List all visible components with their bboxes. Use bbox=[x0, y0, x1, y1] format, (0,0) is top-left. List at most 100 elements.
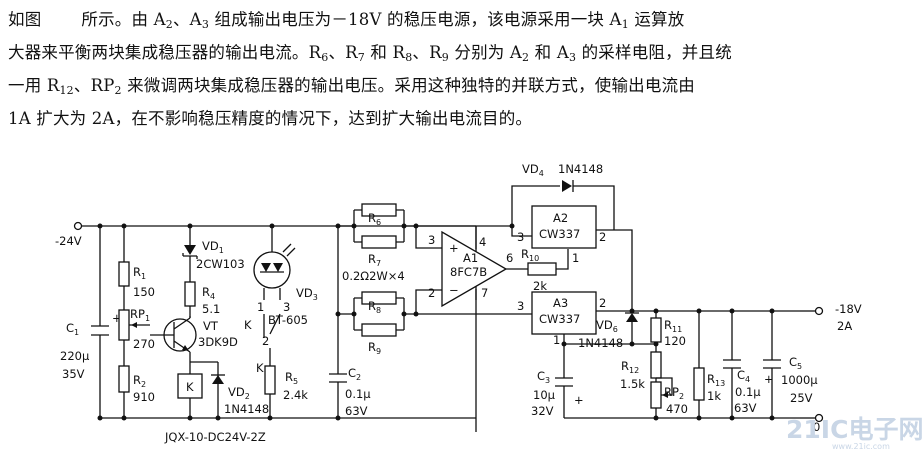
svg-text:VD6: VD6 bbox=[596, 318, 618, 334]
svg-text:2k: 2k bbox=[533, 279, 547, 293]
diode-vd2: VD2 1N4148 bbox=[211, 374, 269, 418]
svg-text:1: 1 bbox=[257, 300, 264, 314]
resistor-r4 bbox=[184, 281, 196, 307]
capacitor-c5: + C5 1000μ 25V bbox=[763, 311, 818, 418]
svg-text:7: 7 bbox=[481, 286, 488, 300]
svg-text:0.1μ: 0.1μ bbox=[345, 387, 371, 401]
svg-text:R13: R13 bbox=[707, 372, 725, 388]
svg-text:1: 1 bbox=[572, 251, 579, 265]
description-line-1: 如图所示。由 A2、A3 组成输出电压为－18V 的稳压电源，该电源采用一块 A… bbox=[8, 10, 685, 31]
svg-text:220μ: 220μ bbox=[60, 349, 90, 363]
svg-text:150: 150 bbox=[133, 285, 155, 299]
resistor-r13 bbox=[693, 367, 705, 401]
svg-text:25V: 25V bbox=[790, 391, 813, 405]
svg-text:CW337: CW337 bbox=[539, 227, 580, 241]
svg-text:2.4k: 2.4k bbox=[283, 388, 308, 402]
description-line-3: 一用 R12、RP2 来微调两块集成稳压器的输出电压。采用这种独特的并联方式，使… bbox=[8, 76, 695, 97]
svg-text:VD4: VD4 bbox=[522, 162, 544, 178]
svg-text:910: 910 bbox=[133, 390, 155, 404]
svg-text:2: 2 bbox=[428, 286, 435, 300]
capacitor-c4: C4 0.1μ 63V bbox=[723, 311, 761, 418]
svg-text:32V: 32V bbox=[531, 404, 554, 418]
watermark-logo: 21IC电子网 www.21ic.com bbox=[786, 415, 923, 451]
resistor-r1 bbox=[118, 261, 130, 287]
svg-text:1N4148: 1N4148 bbox=[224, 402, 269, 416]
svg-text:VD2: VD2 bbox=[228, 385, 250, 401]
svg-text:1000μ: 1000μ bbox=[781, 373, 818, 387]
svg-text:BT-605: BT-605 bbox=[268, 313, 308, 327]
resistor-r8 bbox=[361, 291, 397, 305]
resistor-r5 bbox=[264, 365, 276, 395]
svg-text:R9: R9 bbox=[368, 340, 381, 356]
svg-text:C4: C4 bbox=[737, 368, 750, 384]
svg-text:R8: R8 bbox=[368, 299, 381, 315]
resistor-r12 bbox=[650, 351, 662, 379]
resistor-r2 bbox=[118, 365, 130, 393]
resistor-r6 bbox=[361, 203, 397, 217]
potentiometer-rp2 bbox=[650, 381, 662, 409]
svg-text:K: K bbox=[256, 361, 264, 375]
output-terminal: -18V 2A bbox=[800, 302, 862, 333]
capacitor-c3: + C3 10μ 32V bbox=[531, 344, 584, 418]
svg-text:C5: C5 bbox=[789, 355, 802, 371]
svg-text:4: 4 bbox=[479, 235, 486, 249]
svg-text:VT: VT bbox=[203, 319, 219, 333]
svg-text:-24V: -24V bbox=[55, 234, 82, 248]
svg-text:+: + bbox=[449, 241, 459, 255]
svg-text:120: 120 bbox=[664, 334, 686, 348]
svg-text:-18V: -18V bbox=[835, 302, 862, 316]
description-line-4: 1A 扩大为 2A，在不影响稳压精度的情况下，达到扩大输出电流目的。 bbox=[8, 109, 533, 128]
zener-vd1: VD1 2CW103 bbox=[182, 226, 245, 282]
svg-text:−: − bbox=[449, 283, 459, 297]
svg-text:R5: R5 bbox=[285, 370, 298, 386]
svg-text:1N4148: 1N4148 bbox=[578, 336, 623, 350]
potentiometer-rp1 bbox=[118, 309, 130, 341]
svg-text:+: + bbox=[574, 393, 584, 407]
svg-text:5.1: 5.1 bbox=[202, 302, 220, 316]
svg-text:R2: R2 bbox=[133, 373, 146, 389]
svg-text:K: K bbox=[186, 380, 194, 394]
svg-text:C1: C1 bbox=[66, 321, 79, 337]
svg-text:8FC7B: 8FC7B bbox=[450, 265, 487, 279]
svg-text:3DK9D: 3DK9D bbox=[198, 335, 238, 349]
svg-text:10μ: 10μ bbox=[533, 388, 556, 402]
svg-text:A3: A3 bbox=[553, 296, 568, 310]
ground-terminal: 0 bbox=[800, 413, 824, 434]
transistor-vt: VT 3DK9D bbox=[150, 316, 238, 362]
svg-text:+: + bbox=[112, 311, 122, 325]
svg-text:RP2: RP2 bbox=[664, 385, 684, 401]
description-text: 如图所示。由 A2、A3 组成输出电压为－18V 的稳压电源，该电源采用一块 A… bbox=[8, 6, 913, 133]
svg-text:R12: R12 bbox=[621, 359, 639, 375]
regulator-a3: A3 CW337 3 2 1 bbox=[517, 291, 606, 347]
svg-text:+: + bbox=[764, 372, 774, 386]
svg-text:R11: R11 bbox=[664, 318, 682, 334]
diode-vd6: VD6 1N4148 bbox=[578, 312, 639, 350]
resistor-r9 bbox=[361, 323, 397, 337]
resistor-r10 bbox=[527, 262, 557, 276]
svg-text:21IC电子网: 21IC电子网 bbox=[786, 415, 923, 444]
regulator-a2: A2 CW337 3 2 1 bbox=[517, 205, 606, 265]
svg-text:0.2Ω2W×4: 0.2Ω2W×4 bbox=[342, 269, 405, 283]
svg-text:2: 2 bbox=[599, 230, 606, 244]
svg-text:R10: R10 bbox=[521, 247, 539, 263]
svg-text:R6: R6 bbox=[368, 211, 381, 227]
diode-vd4: VD4 1N4148 bbox=[511, 162, 615, 230]
svg-text:470: 470 bbox=[666, 402, 688, 416]
svg-text:2CW103: 2CW103 bbox=[196, 257, 245, 271]
svg-text:3: 3 bbox=[517, 230, 524, 244]
capacitor-c1: + C1 220μ 35V bbox=[60, 226, 122, 418]
description-line-2: 大器来平衡两块集成稳压器的输出电流。R6、R7 和 R8、R9 分别为 A2 和… bbox=[8, 43, 732, 64]
svg-text:1k: 1k bbox=[707, 389, 721, 403]
svg-text:2: 2 bbox=[599, 296, 606, 310]
svg-text:R7: R7 bbox=[368, 252, 381, 268]
svg-text:1: 1 bbox=[553, 333, 560, 347]
svg-text:RP1: RP1 bbox=[130, 307, 150, 323]
svg-text:2A: 2A bbox=[837, 319, 852, 333]
svg-text:A1: A1 bbox=[463, 251, 478, 265]
svg-text:R1: R1 bbox=[133, 265, 146, 281]
svg-text:270: 270 bbox=[133, 337, 155, 351]
svg-text:www.21ic.com: www.21ic.com bbox=[832, 442, 890, 451]
indicator-vd3: VD3 bbox=[253, 243, 318, 302]
capacitor-c2: C2 0.1μ 63V bbox=[329, 226, 371, 418]
